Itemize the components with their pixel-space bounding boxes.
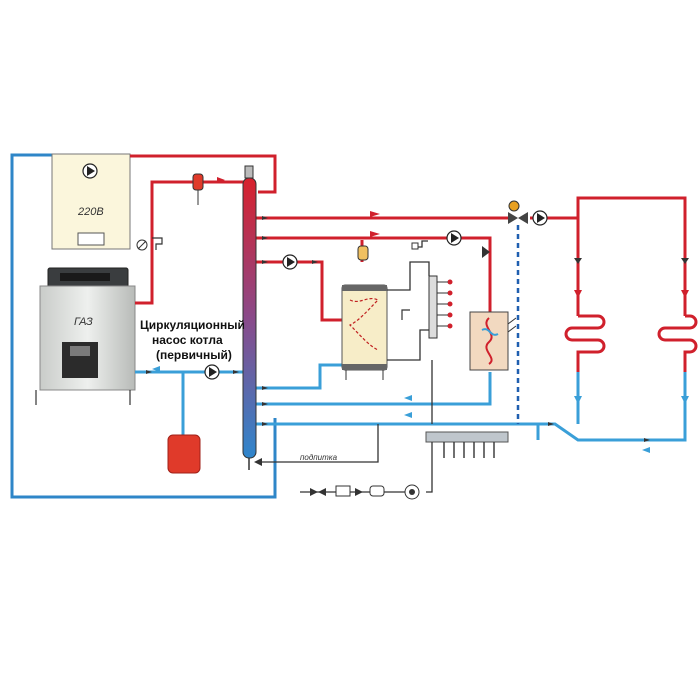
flow-arrows-cold: [152, 366, 689, 453]
makeup-label: подпитка: [300, 453, 338, 462]
makeup-arrow: [254, 458, 262, 466]
gas-boiler-label: ГАЗ: [74, 316, 93, 328]
three-way-valve-icon: [508, 200, 528, 224]
cold-return-pipes: [135, 363, 687, 442]
tap-icon: [411, 240, 428, 250]
radiator-coil-icon: [564, 314, 606, 372]
expansion-tank-icon: [167, 434, 201, 474]
pump-caption-line2: насос котла: [152, 333, 223, 347]
outer-return-loop: [10, 153, 277, 499]
air-vent-icon: [357, 245, 369, 261]
manifold-icon: [425, 431, 509, 458]
hot-supply-pipes: [130, 154, 687, 322]
valve-icon: [146, 216, 689, 442]
air-vent-icon: [192, 173, 204, 205]
pump-icon: [82, 163, 98, 179]
gas-boiler: ГАЗ: [35, 267, 136, 405]
electric-boiler-label: 220В: [77, 206, 104, 218]
pump-icon: [446, 230, 462, 246]
electric-boiler: 220В: [51, 153, 131, 250]
hot-water-cylinder-icon: [341, 284, 388, 380]
pump-caption-line1: Циркуляционный: [140, 318, 245, 332]
pump-icon: [282, 254, 298, 270]
safety-valve-icon: [136, 237, 163, 251]
manifold-icon: [387, 261, 453, 361]
water-meter-icon: [404, 484, 420, 500]
filter-icon: [335, 485, 385, 497]
pump-caption: Циркуляционный насос котла (первичный): [140, 318, 245, 362]
hydraulic-separator-icon: [242, 165, 257, 470]
pump-caption-line3: (первичный): [156, 348, 232, 362]
pump-icon: [204, 364, 220, 380]
flow-arrows-hot: [217, 177, 689, 298]
radiator-coil-icon: [657, 314, 698, 372]
valve-icon: [310, 488, 363, 496]
pump-icon: [532, 210, 548, 226]
heat-exchanger-icon: [469, 311, 517, 371]
